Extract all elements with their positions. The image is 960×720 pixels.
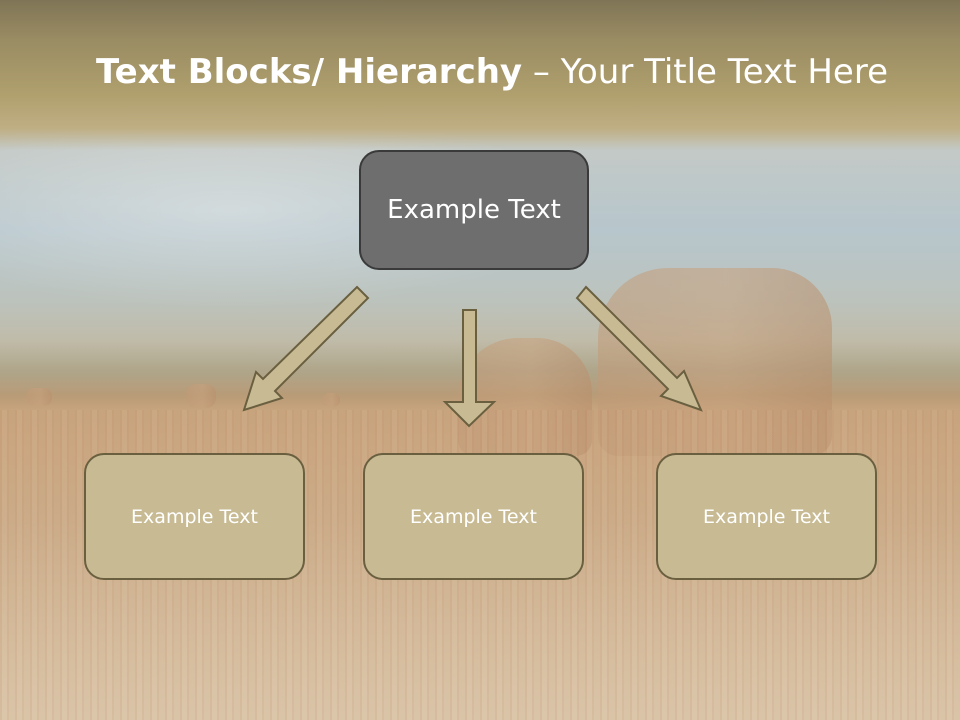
slide-title-bold: Text Blocks/ Hierarchy bbox=[95, 52, 523, 92]
child-node-left: Example Text bbox=[84, 453, 305, 580]
hay-bale-large bbox=[598, 268, 832, 456]
hay-bale-medium bbox=[458, 338, 592, 456]
slide-title-rest: – Your Title Text Here bbox=[522, 52, 888, 92]
child-node-center: Example Text bbox=[363, 453, 584, 580]
arrow-down-center bbox=[442, 309, 497, 428]
title-band bbox=[0, 0, 960, 150]
root-node: Example Text bbox=[359, 150, 589, 270]
hay-bale-distant bbox=[186, 384, 216, 408]
arrow-down-right bbox=[575, 285, 703, 412]
child-node-right: Example Text bbox=[656, 453, 877, 580]
hay-bale-distant bbox=[322, 393, 340, 407]
arrow-down-left bbox=[242, 285, 370, 412]
slide-title: Text Blocks/ Hierarchy – Your Title Text… bbox=[0, 52, 960, 92]
hay-bale-distant bbox=[26, 388, 52, 406]
